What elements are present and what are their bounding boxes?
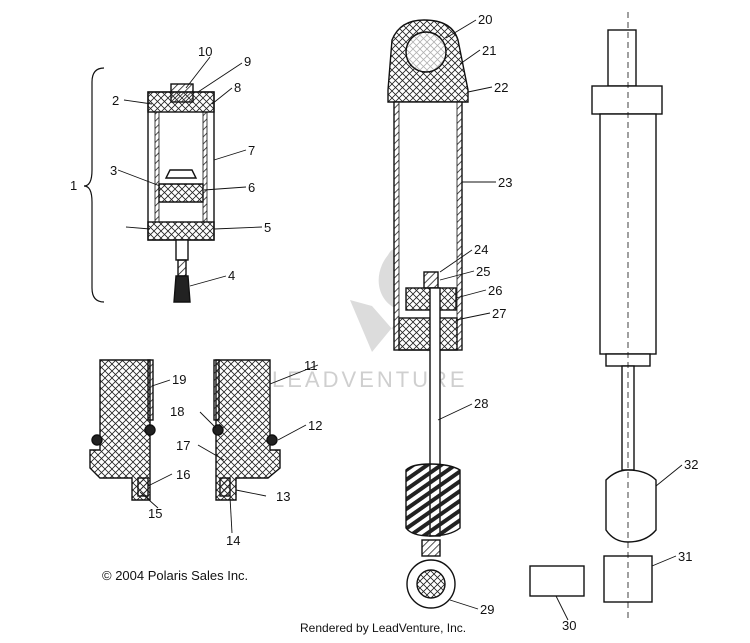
callout-26: 26 — [488, 283, 502, 298]
callout-8: 8 — [234, 80, 241, 95]
seal-head-detail — [89, 359, 281, 501]
shock-outline — [529, 12, 663, 620]
callout-20: 20 — [478, 12, 492, 27]
callout-13: 13 — [276, 489, 290, 504]
callout-3: 3 — [110, 163, 117, 178]
leader-lines — [117, 19, 683, 621]
callout-12: 12 — [308, 418, 322, 433]
callout-24: 24 — [474, 242, 488, 257]
callout-25: 25 — [476, 264, 490, 279]
callout-1: 1 — [70, 178, 77, 193]
callout-2: 2 — [112, 93, 119, 108]
callout-9: 9 — [244, 54, 251, 69]
callout-27: 27 — [492, 306, 506, 321]
callout-32: 32 — [684, 457, 698, 472]
callout-numbers: 1 2 3 4 5 6 7 8 9 10 11 12 13 14 15 16 1… — [70, 12, 698, 633]
callout-16: 16 — [176, 467, 190, 482]
callout-17: 17 — [176, 438, 190, 453]
copyright-notice: © 2004 Polaris Sales Inc. — [102, 568, 248, 583]
assembly-bracket — [83, 67, 105, 303]
callout-5: 5 — [264, 220, 271, 235]
callout-23: 23 — [498, 175, 512, 190]
shock-body-section — [387, 19, 469, 609]
callout-7: 7 — [248, 143, 255, 158]
callout-11: 11 — [304, 358, 318, 373]
callout-19: 19 — [172, 372, 186, 387]
callout-4: 4 — [228, 268, 235, 283]
callout-22: 22 — [494, 80, 508, 95]
rendered-by-footer: Rendered by LeadVenture, Inc. — [300, 621, 466, 635]
callout-15: 15 — [148, 506, 162, 521]
callout-14: 14 — [226, 533, 240, 548]
callout-30: 30 — [562, 618, 576, 633]
callout-6: 6 — [248, 180, 255, 195]
callout-21: 21 — [482, 43, 496, 58]
reservoir-assembly — [147, 83, 215, 303]
callout-31: 31 — [678, 549, 692, 564]
callout-18: 18 — [170, 404, 184, 419]
callout-28: 28 — [474, 396, 488, 411]
callout-10: 10 — [198, 44, 212, 59]
callout-29: 29 — [480, 602, 494, 617]
